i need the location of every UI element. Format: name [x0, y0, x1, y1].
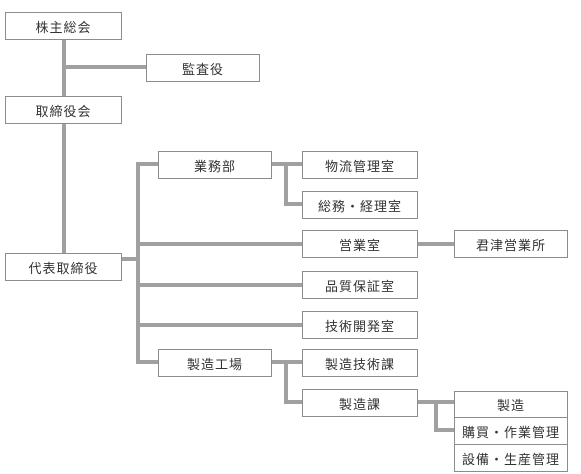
sales-office-box: 営業室 — [302, 230, 418, 258]
mfg-tech-section-box: 製造技術課 — [302, 349, 418, 377]
connector-line — [62, 120, 66, 258]
connector-line — [136, 162, 158, 166]
quality-office-box: 品質保証室 — [302, 271, 418, 299]
general-affairs-box: 総務・経理室 — [302, 191, 418, 219]
connector-line — [122, 257, 140, 261]
connector-line — [284, 400, 302, 404]
president-box: 代表取締役 — [5, 253, 122, 281]
connector-line — [62, 65, 146, 69]
mfg-section-box: 製造課 — [302, 389, 418, 417]
mfg-unit-box: 製造 — [454, 391, 568, 418]
connector-line — [136, 360, 158, 364]
connector-line — [284, 162, 288, 206]
connector-line — [434, 428, 454, 432]
mfg-unit-box: 設備・生産管理 — [454, 444, 568, 472]
connector-line — [418, 242, 454, 246]
mfg-unit-box: 購買・作業管理 — [454, 417, 568, 445]
connector-line — [62, 40, 66, 98]
connector-line — [434, 400, 438, 432]
connector-line — [284, 202, 302, 206]
connector-line — [284, 360, 288, 404]
board-box: 取締役会 — [5, 96, 122, 124]
auditor-box: 監査役 — [146, 54, 260, 82]
factory-box: 製造工場 — [158, 349, 272, 377]
connector-line — [136, 283, 302, 287]
kimitsu-office-box: 君津営業所 — [454, 230, 568, 258]
business-dept-box: 業務部 — [158, 151, 272, 179]
connector-line — [136, 323, 302, 327]
shareholders-meeting-box: 株主総会 — [5, 12, 122, 40]
logistics-office-box: 物流管理室 — [302, 151, 418, 179]
tech-dev-office-box: 技術開発室 — [302, 311, 418, 339]
connector-line — [136, 162, 140, 364]
connector-line — [136, 242, 302, 246]
